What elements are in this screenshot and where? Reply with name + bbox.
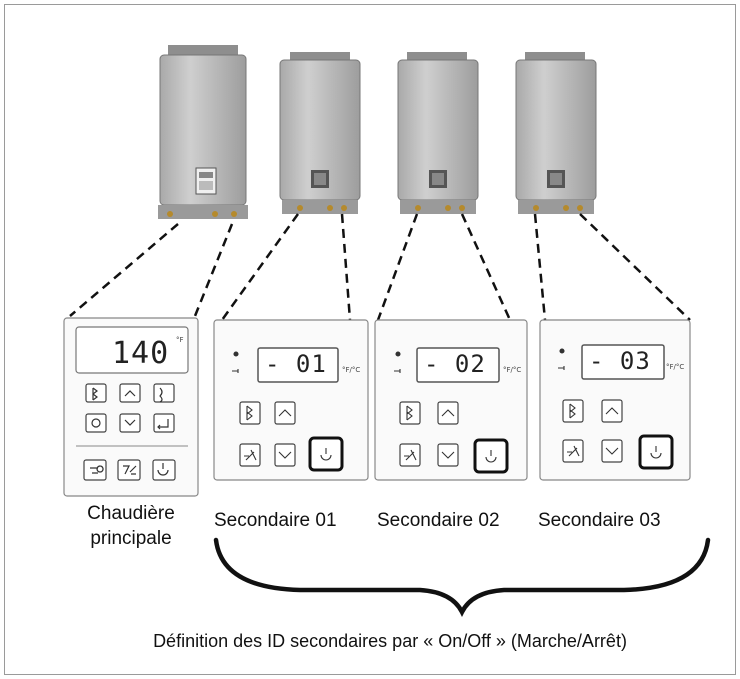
figure-caption: Définition des ID secondaires par « On/O… [153, 631, 627, 651]
secondary-01-id-display: - 01 [265, 350, 327, 378]
water-heater-main [158, 45, 248, 219]
main-temperature-unit: °F [176, 336, 184, 344]
main-temperature-display: 140 [112, 336, 170, 371]
water-heater-secondary-02 [397, 52, 479, 214]
secondary-panel-02 [374, 319, 528, 481]
secondary-03-id-display: - 03 [589, 347, 651, 375]
zoom-lines [69, 213, 691, 321]
secondary-controller-panels [213, 319, 691, 481]
secondary-01-label: Secondaire 01 [214, 510, 337, 531]
secondary-panel-01 [213, 319, 369, 481]
secondary-01-unit: °F/°C [342, 366, 361, 374]
main-heater-label-line1: Chaudière [87, 503, 175, 524]
secondary-02-label: Secondaire 02 [377, 510, 500, 531]
main-controller-panel [63, 317, 199, 497]
main-heater-label: Chaudière principale [56, 503, 206, 550]
grouping-brace [213, 537, 711, 618]
secondary-02-id-display: - 02 [424, 350, 486, 378]
water-heater-secondary-01 [279, 52, 361, 214]
water-heater-secondary-03 [515, 52, 597, 214]
secondary-03-unit: °F/°C [666, 363, 685, 371]
secondary-03-label: Secondaire 03 [538, 510, 661, 531]
secondary-panel-03 [539, 319, 691, 481]
main-heater-label-line2: principale [90, 528, 172, 549]
secondary-02-unit: °F/°C [503, 366, 522, 374]
